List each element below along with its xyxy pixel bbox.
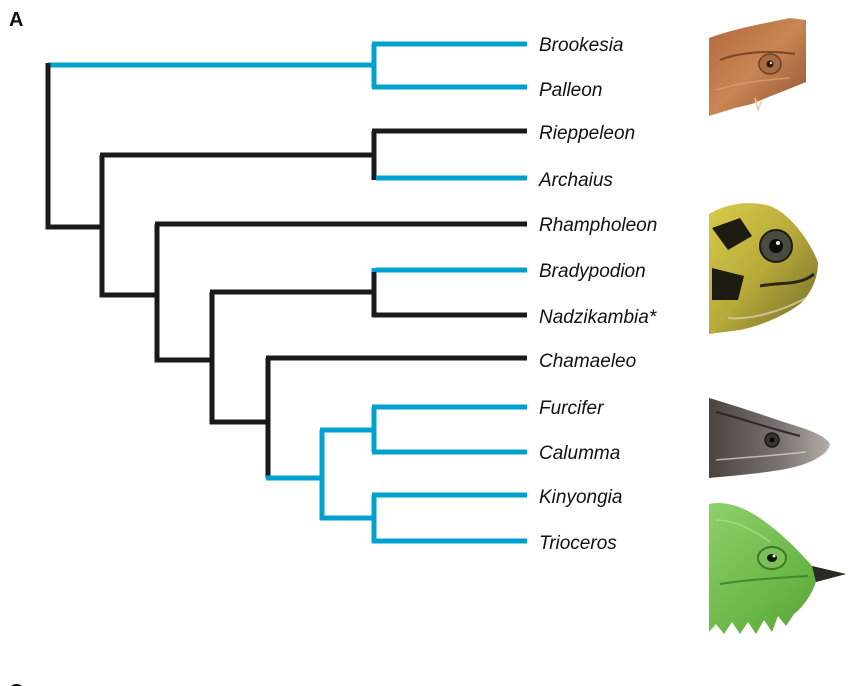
branch-node-3 bbox=[154, 224, 212, 363]
brown-leaf-chameleon-head-photo bbox=[709, 18, 806, 116]
taxon-label-chamaeleo: Chamaeleo bbox=[539, 351, 636, 372]
taxon-label-brookesia: Brookesia bbox=[539, 35, 624, 56]
taxon-label-rieppeleon: Rieppeleon bbox=[539, 123, 635, 144]
taxon-label-palleon: Palleon bbox=[539, 80, 602, 101]
taxon-labels: Brookesia Palleon Rieppeleon Archaius Rh… bbox=[538, 35, 657, 554]
panel-label-a: A bbox=[9, 9, 23, 31]
panel-label-c: C bbox=[9, 681, 23, 686]
branch-root bbox=[45, 63, 102, 230]
taxon-label-nadzikambia: Nadzikambia* bbox=[539, 307, 657, 328]
taxon-label-kinyongia: Kinyongia bbox=[539, 487, 622, 508]
green-horned-chameleon-head-photo bbox=[709, 502, 846, 634]
branch-node-4 bbox=[209, 292, 268, 425]
taxon-label-calumma: Calumma bbox=[539, 443, 620, 464]
taxon-label-furcifer: Furcifer bbox=[539, 398, 604, 419]
grey-chameleon-head-photo bbox=[709, 398, 830, 478]
taxon-label-trioceros: Trioceros bbox=[539, 533, 617, 554]
horn-shape bbox=[812, 566, 846, 582]
taxon-label-rhampholeon: Rhampholeon bbox=[539, 215, 657, 236]
taxon-label-bradypodion: Bradypodion bbox=[539, 261, 646, 282]
branch-node-2 bbox=[99, 155, 157, 298]
phylogenetic-tree bbox=[45, 41, 527, 544]
yellow-black-chameleon-head-photo bbox=[709, 203, 818, 334]
taxon-label-archaius: Archaius bbox=[538, 170, 613, 191]
